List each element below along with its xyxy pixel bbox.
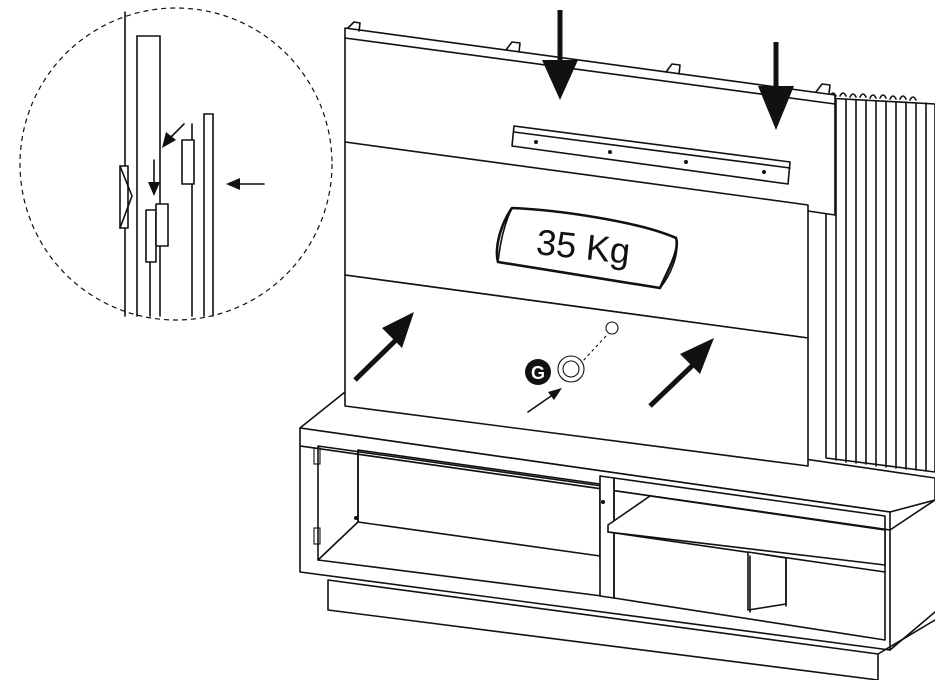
down-arrow-right (758, 42, 794, 130)
down-arrow-left (542, 10, 578, 100)
screw-hole (605, 321, 619, 335)
detail-view-circle (19, 7, 333, 321)
part-g-letter: G (531, 363, 545, 383)
push-arrow-right (648, 338, 714, 408)
weight-label: 35 Kg (534, 221, 632, 272)
tv-stand-cabinet (299, 391, 935, 680)
lower-panel: G (344, 274, 809, 467)
weight-limit-tag: 35 Kg (495, 206, 679, 290)
part-g-badge (525, 359, 551, 385)
top-back-panel (344, 21, 836, 216)
slatted-side-panel (825, 92, 935, 473)
push-arrow-left (353, 312, 414, 382)
cover-cap (557, 355, 585, 383)
mounting-rail (511, 125, 791, 185)
